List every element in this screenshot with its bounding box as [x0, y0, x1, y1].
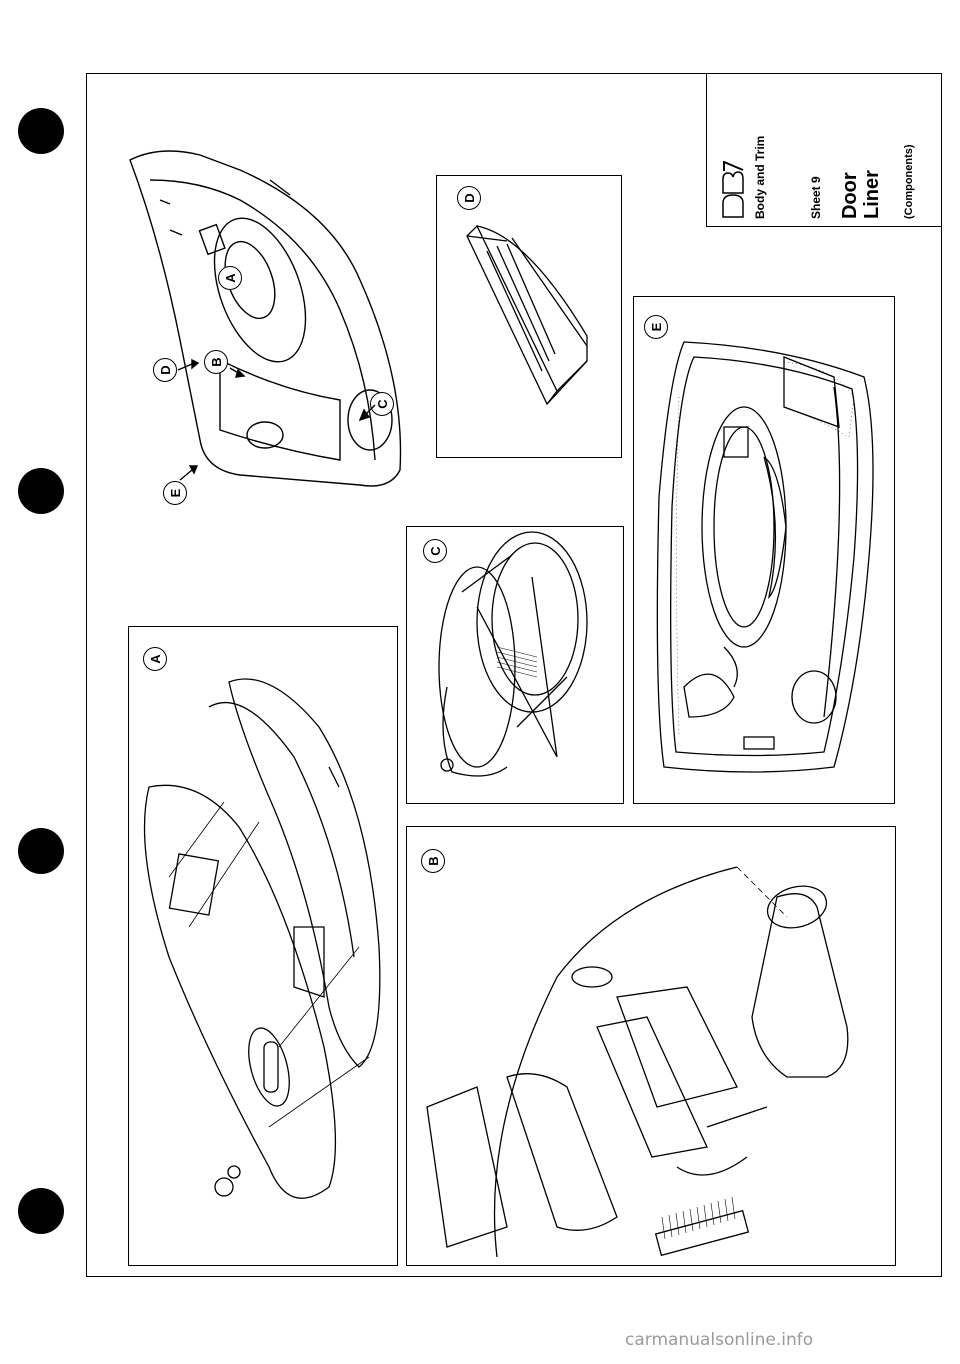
sheet-number: Sheet 9	[809, 176, 823, 219]
detail-d-drawing	[466, 224, 588, 406]
sheet-name-line2: Liner	[861, 170, 883, 219]
detail-e-drawing	[656, 341, 874, 773]
callout-main-a: A	[218, 266, 242, 290]
detail-a-drawing	[143, 678, 381, 1199]
section-title: Body and Trim	[753, 135, 767, 219]
title-block-rotated: Body and Trim Sheet 9 Door Liner (Compon…	[707, 75, 943, 225]
punch-hole-3	[18, 828, 64, 874]
detail-panel-a: A	[128, 626, 398, 1266]
callout-arrows	[177, 358, 376, 481]
detail-c-label: C	[423, 539, 447, 563]
title-block: Body and Trim Sheet 9 Door Liner (Compon…	[706, 73, 942, 227]
detail-b-drawing	[426, 866, 849, 1258]
detail-a-label: A	[143, 647, 167, 671]
detail-panel-d: D	[436, 175, 622, 458]
detail-panel-e: E	[633, 296, 895, 804]
detail-panel-c: C	[406, 526, 624, 804]
sheet-name-line1: Door	[839, 172, 861, 219]
sheet-subtitle: (Components)	[903, 144, 915, 219]
watermark-text: carmanualsonline.info	[625, 1330, 814, 1350]
sheet-name: Door Liner	[839, 170, 883, 219]
detail-d-label: D	[457, 186, 481, 210]
detail-e-label: E	[644, 315, 668, 339]
punch-hole-2	[18, 468, 64, 514]
detail-panel-b: B	[406, 826, 896, 1266]
punch-hole-4	[18, 1188, 64, 1234]
detail-c-drawing	[438, 531, 588, 777]
door-liner-illustration	[129, 150, 402, 487]
page-frame	[86, 73, 942, 1277]
db7-logo	[722, 161, 744, 218]
punch-hole-1	[18, 108, 64, 154]
detail-b-label: B	[421, 849, 445, 873]
